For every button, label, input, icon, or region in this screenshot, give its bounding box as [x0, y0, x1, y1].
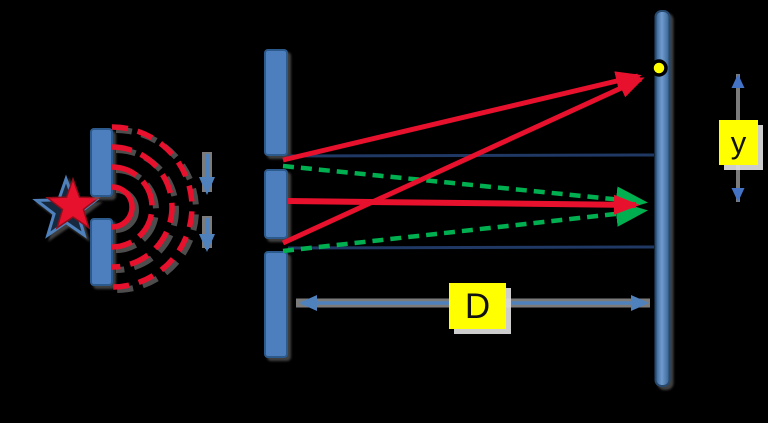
ray-green-top-slit	[282, 163, 648, 213]
wavefront-arcs	[111, 124, 199, 293]
wavefront-arc-shadow	[115, 147, 179, 273]
wavefront-arc	[111, 164, 155, 250]
single-slit-barrier	[90, 128, 113, 286]
double-slit-barrier	[264, 49, 288, 358]
double-slit-barrier-bottom	[264, 251, 288, 358]
fringe-offset-y-label: y	[719, 120, 758, 165]
axis-line-bottom-slit	[287, 245, 655, 250]
wavefront-arc	[111, 124, 195, 290]
single-slit-barrier-bottom	[90, 218, 113, 286]
central-axis-ray-red	[287, 194, 640, 215]
double-slit-barrier-top	[264, 49, 288, 156]
detection-screen	[654, 10, 671, 387]
light-source	[32, 174, 101, 239]
ray-red-top-slit	[282, 71, 642, 163]
ray-green-bottom-slit	[282, 200, 648, 254]
light-source-star-icon	[45, 176, 101, 230]
ray-red-bottom-slit	[281, 76, 645, 246]
wavefront-arc	[111, 184, 135, 230]
wavefront-arc	[111, 144, 175, 270]
bright-fringe-dot	[650, 59, 668, 77]
single-slit-barrier-top	[90, 128, 113, 197]
distance-D-label: D	[449, 283, 506, 329]
double-slit-barrier-middle	[264, 169, 288, 239]
